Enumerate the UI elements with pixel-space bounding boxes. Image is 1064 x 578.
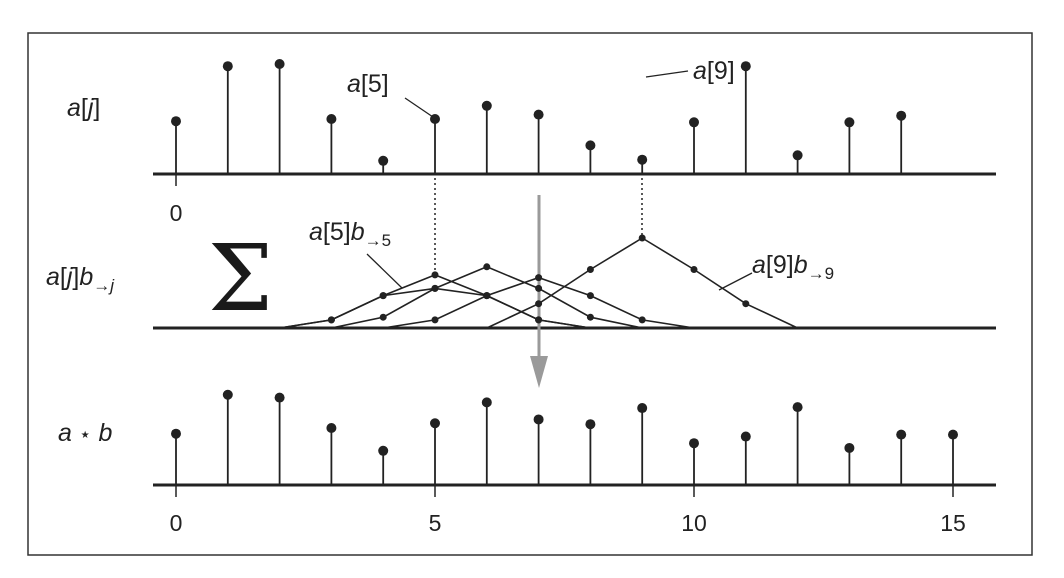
annotation-a5b: a[5]b→5 [309,218,391,250]
annotation-a5-leader [404,97,434,118]
annotation-a9b-b: b [794,251,808,279]
signal-a-dot-2 [274,59,285,69]
row-label-conv-a: a [58,419,72,447]
shifted-kernels [279,234,798,329]
kernel-9-dot-8 [586,266,594,273]
signal-a-dot-1 [222,61,233,72]
kernel-6-dot-7 [535,284,543,292]
annotation-a5: a[5] [347,70,389,98]
signal-a-dot-11 [740,61,751,72]
annotation-a5b-idx: [5] [323,218,351,246]
kernel-9-dot-9 [638,234,646,242]
row-label-ab: a[j]b→j [46,263,115,295]
conv-dot-2 [274,392,285,403]
row-label-ab-close: ] [72,263,79,291]
conv-dot-11 [740,431,751,442]
signal-a-stems [171,59,907,174]
signal-a-dot-9 [637,154,648,165]
sum-symbol: Σ [208,225,273,332]
kernel-7-dot-5 [431,316,439,324]
row-label-ab-j: j [64,263,74,291]
bottom-tick-label-5: 5 [429,510,442,536]
kernel-7-dot-8 [586,292,594,300]
signal-a-dot-14 [896,110,907,121]
row-label-a-j: j [85,94,95,122]
kernel-4-dot-7 [535,316,543,324]
signal-a-dot-13 [844,117,855,128]
signal-a-dot-8 [585,140,596,151]
row-label-ab-b: b [79,263,93,291]
signal-a-dot-3 [326,114,337,124]
bottom-tick-label-15: 15 [940,510,966,536]
signal-a-dot-4 [378,155,389,166]
conv-dot-5 [430,418,440,429]
row-label-conv-b: b [98,419,112,447]
annotation-a5-idx: [5] [361,70,389,98]
row-label-ab-sub-j: j [108,276,115,295]
kernel-9-dot-11 [742,300,750,308]
kernel-6-dot-4 [379,313,387,321]
row-label-conv: a ⋆ b [58,419,112,447]
bottom-axis-ticks: 0 5 10 15 [170,485,966,536]
row-label-ab-open: [ [60,263,67,291]
annotation-a9b-a: a [752,251,766,279]
row-label-a-open: [ [81,94,88,122]
conv-dot-13 [844,442,855,453]
kernel-9-dot-10 [690,266,698,273]
conv-dot-6 [481,397,492,408]
annotation-a9b: a[9]b→9 [752,251,834,283]
row-label-conv-star: ⋆ [79,424,92,446]
conv-dot-9 [637,403,648,414]
annotation-a9-a: a [693,57,707,85]
kernel-7-dot-6 [483,292,491,300]
annotation-a9-idx: [9] [707,57,735,85]
signal-a-dot-12 [792,150,803,161]
kernel-5-dot-5 [431,271,439,279]
annotation-a5b-leader [366,253,403,289]
top-tick-zero: 0 [170,200,183,226]
conv-dot-3 [326,423,337,433]
conv-dot-1 [222,389,233,400]
kernel-4-dot-3 [327,316,335,324]
conv-dot-8 [585,419,596,430]
sum-arrow-head [530,356,548,388]
row-label-a-close: ] [93,94,100,122]
annotation-a9b-leader [718,272,753,291]
annotation-a5b-b: b [351,218,365,246]
bottom-tick-label-10: 10 [681,510,707,536]
conv-dot-0 [171,428,181,439]
annotation-a9b-sub: →9 [808,264,834,283]
conv-dot-4 [378,445,389,456]
row-label-ab-a: a [46,263,60,291]
signal-a-dot-6 [481,100,492,111]
annotation-a9-leader [645,70,689,78]
kernel-7-dot-9 [638,316,646,324]
conv-dot-15 [948,429,958,440]
kernel-6-dot-6 [483,263,491,271]
row-label-a: a[j] [67,94,100,122]
figure-border [27,32,1033,556]
convolution-stems [171,389,958,485]
signal-a-dot-10 [689,117,699,128]
row-label-ab-sub-arrow: → [93,276,110,295]
conv-dot-10 [689,438,699,449]
signal-a-dot-0 [171,116,181,127]
kernel-4-dot-4 [379,292,387,300]
conv-dot-7 [533,414,544,425]
conv-dot-12 [792,402,803,413]
annotation-a5b-a: a [309,218,323,246]
conv-dot-14 [896,429,907,440]
kernel-6-dot-8 [586,313,594,321]
kernel-6-dot-5 [431,284,439,292]
annotation-a9: a[9] [693,57,735,85]
kernel-7-dot-7 [535,274,543,282]
annotation-a9b-idx: [9] [766,251,794,279]
row-label-a-a: a [67,94,81,122]
signal-a-dot-7 [533,109,544,120]
annotation-a5-a: a [347,70,361,98]
bottom-tick-label-0: 0 [170,510,183,536]
kernel-9-dot-7 [535,300,543,308]
annotation-a5b-sub: →5 [365,231,391,250]
